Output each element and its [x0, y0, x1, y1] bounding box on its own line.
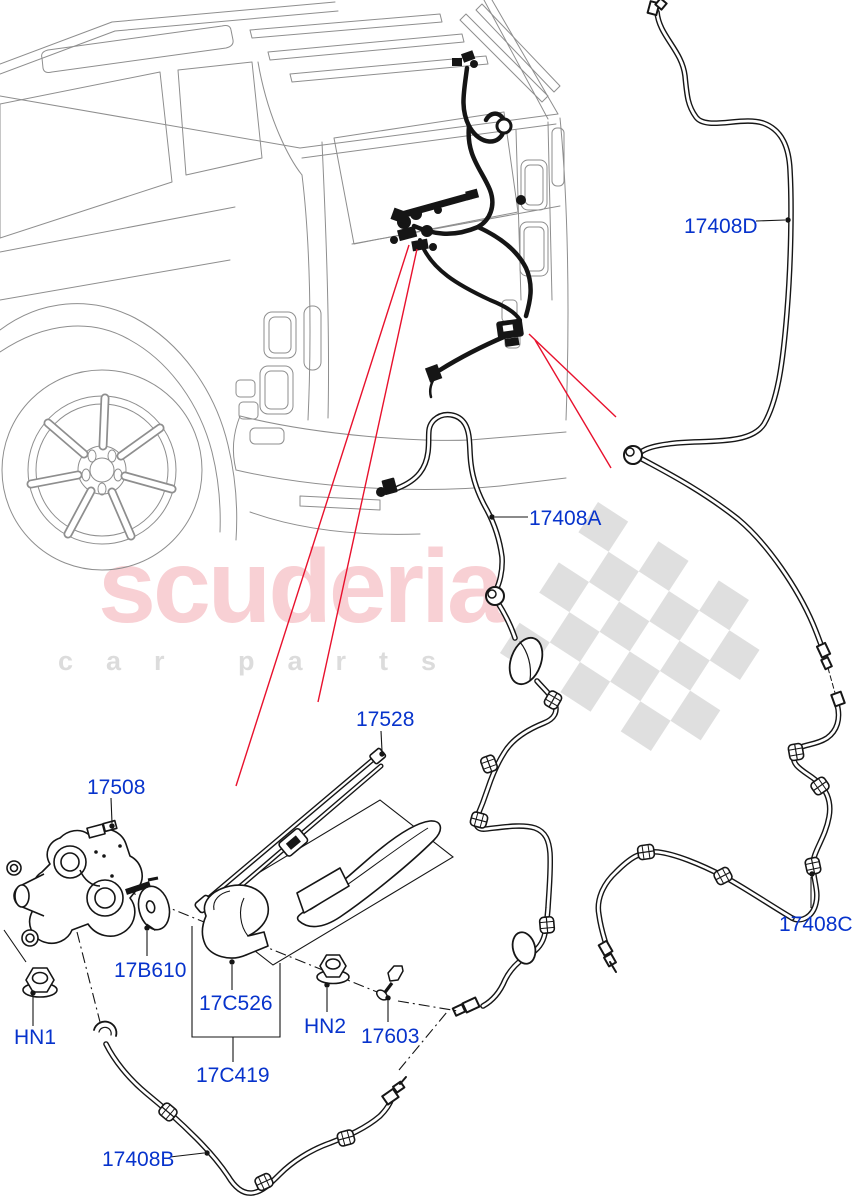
- checkered-flag-watermark: [499, 501, 760, 751]
- part-label-hn2[interactable]: HN2: [304, 1015, 346, 1038]
- part-label-17c526[interactable]: 17C526: [199, 992, 273, 1015]
- screw-17603: [375, 965, 404, 1001]
- nut-hn1: [22, 967, 58, 998]
- watermark-brand-text: scuderia: [98, 529, 506, 645]
- part-label-17c419[interactable]: 17C419: [196, 1064, 270, 1087]
- watermark-tagline-text: car parts: [58, 646, 469, 676]
- nut-hn2: [316, 954, 350, 985]
- part-label-hn1[interactable]: HN1: [14, 1026, 56, 1049]
- wiper-blade-and-arm: [194, 747, 387, 914]
- part-label-17528[interactable]: 17528: [356, 708, 414, 731]
- part-label-17408b[interactable]: 17408B: [102, 1148, 174, 1171]
- part-label-17408d[interactable]: 17408D: [684, 215, 758, 238]
- wiper-motor-assembly: [6, 819, 159, 947]
- part-label-17b610[interactable]: 17B610: [114, 959, 186, 982]
- part-label-17408c[interactable]: 17408C: [779, 913, 853, 936]
- hose-17408a: [376, 415, 564, 1017]
- hose-17408c: [598, 690, 846, 973]
- pivot-washer: [137, 885, 171, 931]
- hose-17408d: [623, 0, 838, 701]
- watermark: scuderia car parts: [58, 501, 760, 751]
- hose-17408b: [93, 1020, 407, 1193]
- wiper-arm-cover: [296, 820, 442, 928]
- part-label-17603[interactable]: 17603: [361, 1025, 419, 1048]
- part-label-17508[interactable]: 17508: [87, 776, 145, 799]
- leader-dots: [30, 217, 815, 1156]
- leader-lines: [32, 219, 812, 1158]
- tailgate-harness: [390, 50, 533, 399]
- part-label-17408a[interactable]: 17408A: [529, 507, 601, 530]
- pivot-cap: [201, 884, 270, 959]
- vehicle-outline: [0, 0, 569, 571]
- red-callout-lines: [235, 244, 617, 787]
